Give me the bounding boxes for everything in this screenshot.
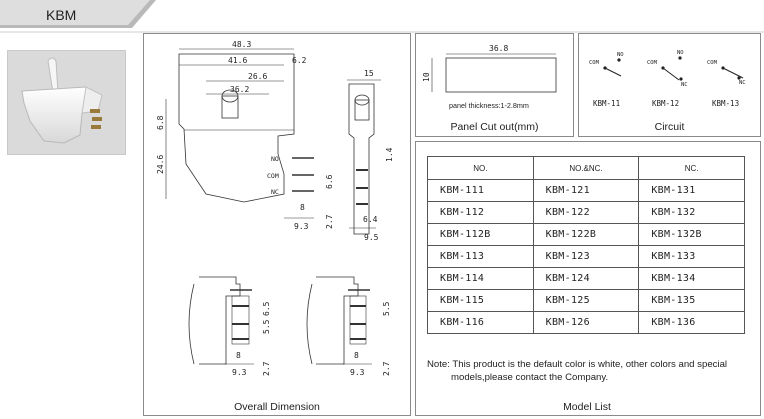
dim-top-62: 6.2 xyxy=(292,56,307,65)
dim-lower-27b: 2.7 xyxy=(382,361,391,376)
cell-nc: KBM-132B xyxy=(638,223,745,246)
table-row: KBM-112B KBM-122B KBM-132B xyxy=(427,223,745,246)
cell-nc: KBM-133 xyxy=(638,245,745,268)
model-note: Note: This product is the default color … xyxy=(427,358,745,384)
circuit-kbm-12: COM NO NC KBM-12 xyxy=(647,50,688,108)
model-table: NO. NO.&NC. NC. KBM-111 KBM-121 KBM-131 … xyxy=(427,156,745,334)
cell-nc: KBM-131 xyxy=(638,179,745,202)
dim-lower-8: 8 xyxy=(236,351,241,360)
cell-no: KBM-115 xyxy=(427,289,534,312)
table-row: KBM-116 KBM-126 KBM-136 xyxy=(427,311,745,334)
dim-height-68: 6.8 xyxy=(156,115,165,130)
table-row: KBM-114 KBM-124 KBM-134 xyxy=(427,267,745,290)
panel-cutout-caption: Panel Cut out(mm) xyxy=(450,121,539,133)
product-photo xyxy=(7,50,126,155)
circuit-12-no: NO xyxy=(677,50,684,56)
label-com: COM xyxy=(267,172,279,180)
cell-no: KBM-116 xyxy=(427,311,534,334)
note-line-2: models,please contact the Company. xyxy=(451,372,609,383)
circuit-12-nc: NC xyxy=(681,82,688,88)
dim-pin-27: 2.7 xyxy=(325,214,334,229)
dim-lower-27: 2.7 xyxy=(262,361,271,376)
circuit-12-model: KBM-12 xyxy=(652,99,679,108)
cell-no: KBM-112 xyxy=(427,201,534,224)
circuit-11-model: KBM-11 xyxy=(593,99,620,108)
cutout-drawing: 36.8 10 panel thickness:1-2.8mm xyxy=(422,44,557,110)
dim-height-246: 24.6 xyxy=(156,155,165,174)
circuit-diagram: COM NO KBM-11 COM NO NC KBM-12 COM NC KB… xyxy=(589,50,746,108)
circuit-kbm-13: COM NC KBM-13 xyxy=(707,60,746,108)
product-title: KBM xyxy=(46,7,77,23)
label-nc: NC xyxy=(271,188,279,196)
dim-side-95: 9.5 xyxy=(364,233,379,242)
cutout-height: 10 xyxy=(422,72,431,82)
panel-cutout-panel: 36.8 10 panel thickness:1-2.8mm Panel Cu… xyxy=(415,33,574,137)
cell-no-nc: KBM-121 xyxy=(532,179,640,202)
dim-lower-65: 6.5 xyxy=(262,301,271,316)
circuit-13-nc: NC xyxy=(739,80,746,86)
header-tab: KBM xyxy=(0,0,764,33)
cell-no: KBM-114 xyxy=(427,267,534,290)
dim-lower-8b: 8 xyxy=(354,351,359,360)
circuit-caption: Circuit xyxy=(654,121,685,133)
model-table-header-row: NO. NO.&NC. NC. xyxy=(427,156,745,180)
note-line-1: Note: This product is the default color … xyxy=(427,359,728,370)
overall-dimension-drawing: 48.3 41.6 6.2 26.6 36.2 NO COM NC 6.6 8 … xyxy=(156,40,394,377)
cell-nc: KBM-136 xyxy=(638,311,745,334)
table-row: KBM-112 KBM-122 KBM-132 xyxy=(427,201,745,224)
cell-no-nc: KBM-124 xyxy=(532,267,640,290)
dim-side-64: 6.4 xyxy=(363,215,378,224)
cell-no-nc: KBM-123 xyxy=(532,245,640,268)
cell-no: KBM-113 xyxy=(427,245,534,268)
dim-length-362: 36.2 xyxy=(230,85,249,94)
circuit-panel: COM NO KBM-11 COM NO NC KBM-12 COM NC KB… xyxy=(578,33,761,137)
cell-nc: KBM-134 xyxy=(638,267,745,290)
overall-dimension-panel: 48.3 41.6 6.2 26.6 36.2 NO COM NC 6.6 8 … xyxy=(143,33,411,416)
circuit-13-com: COM xyxy=(707,60,718,66)
cell-no-nc: KBM-122B xyxy=(532,223,640,246)
dim-pin-93: 9.3 xyxy=(294,222,309,231)
dim-side-14: 1.4 xyxy=(385,147,394,162)
circuit-12-com: COM xyxy=(647,60,658,66)
dim-pin-66: 6.6 xyxy=(325,174,334,189)
cell-no: KBM-111 xyxy=(427,179,534,202)
circuit-13-model: KBM-13 xyxy=(712,99,739,108)
circuit-11-no: NO xyxy=(617,52,624,58)
cell-no: KBM-112B xyxy=(427,223,534,246)
table-row: KBM-111 KBM-121 KBM-131 xyxy=(427,179,745,202)
dim-lower-55b: 5.5 xyxy=(382,301,391,316)
product-illustration xyxy=(21,57,103,144)
table-row: KBM-113 KBM-123 KBM-133 xyxy=(427,245,745,268)
panel-thickness-note: panel thickness:1-2.8mm xyxy=(449,101,529,110)
cell-nc: KBM-132 xyxy=(638,201,745,224)
header-no-nc: NO.&NC. xyxy=(532,156,640,180)
dim-side-width: 15 xyxy=(364,69,374,78)
cell-no-nc: KBM-122 xyxy=(532,201,640,224)
cell-no-nc: KBM-126 xyxy=(532,311,640,334)
table-row: KBM-115 KBM-125 KBM-135 xyxy=(427,289,745,312)
dim-length-416: 41.6 xyxy=(228,56,247,65)
overall-dimension-caption: Overall Dimension xyxy=(234,401,320,413)
header-nc: NC. xyxy=(638,156,745,180)
dim-pin-8: 8 xyxy=(300,203,305,212)
dim-lower-93: 9.3 xyxy=(232,368,247,377)
circuit-kbm-11: COM NO KBM-11 xyxy=(589,52,624,108)
label-no: NO xyxy=(271,155,279,163)
cell-no-nc: KBM-125 xyxy=(532,289,640,312)
cutout-width: 36.8 xyxy=(489,44,508,53)
dim-lower-93b: 9.3 xyxy=(350,368,365,377)
header-no: NO. xyxy=(427,156,534,180)
header-tab-shape xyxy=(0,0,764,33)
dim-total-length: 48.3 xyxy=(232,40,251,49)
dim-length-266: 26.6 xyxy=(248,72,267,81)
model-list-caption: Model List xyxy=(563,401,611,413)
cell-nc: KBM-135 xyxy=(638,289,745,312)
dim-lower-55: 5.5 xyxy=(262,319,271,334)
circuit-11-com: COM xyxy=(589,60,600,66)
